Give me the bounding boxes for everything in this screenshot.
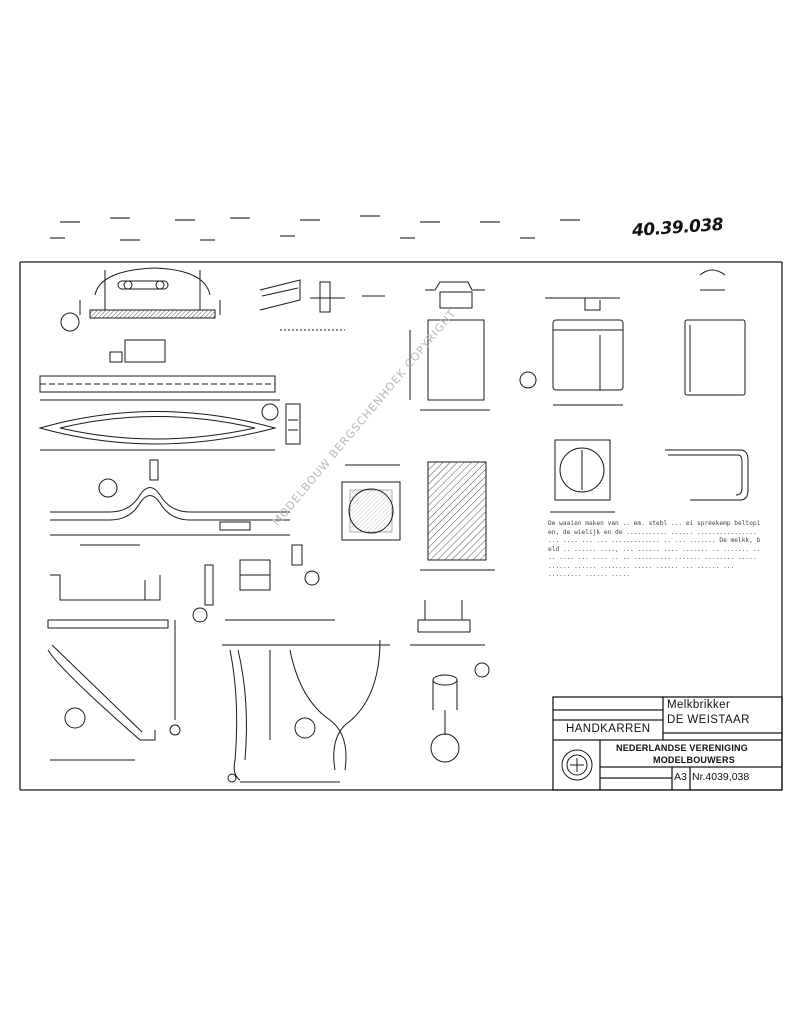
title-block-drawing-number: Nr.4039,038 <box>692 771 750 783</box>
title-block-model-line-1: Melkbrikker <box>667 699 731 711</box>
title-block-org-line-2: MODELBOUWERS <box>653 755 735 765</box>
detail-oval-plate <box>38 411 277 451</box>
top-dash-marks <box>50 215 580 241</box>
detail-hook <box>430 662 490 763</box>
title-block-subject: HANDKARREN <box>566 723 651 735</box>
detail-tall-box <box>409 281 537 411</box>
detail-curved-legs <box>222 619 390 783</box>
detail-can-section <box>684 269 746 396</box>
detail-can-handle <box>665 449 749 501</box>
title-block-org-line-1: NEDERLANDSE VERENIGING <box>616 743 748 753</box>
detail-milk-can <box>545 297 624 406</box>
detail-top-bracket <box>410 600 485 646</box>
detail-handle-bar <box>39 339 301 445</box>
association-logo <box>561 749 593 781</box>
title-block-frame <box>552 696 783 791</box>
detail-axle-bar <box>50 459 290 546</box>
detail-spring-clip <box>259 279 385 331</box>
detail-hatched-block <box>420 461 495 571</box>
detail-square-plate <box>341 464 401 541</box>
detail-can-top-view <box>550 439 615 513</box>
construction-notes: De waaien maken van .. em. stebl ... ei … <box>548 520 761 578</box>
title-block-model-line-2: DE WEISTAAR <box>667 714 750 726</box>
title-block-sheet-size: A3 <box>674 771 687 783</box>
detail-bent-brackets <box>50 544 320 623</box>
detail-triangle-support <box>47 619 181 761</box>
detail-bracket-plate <box>60 267 221 332</box>
